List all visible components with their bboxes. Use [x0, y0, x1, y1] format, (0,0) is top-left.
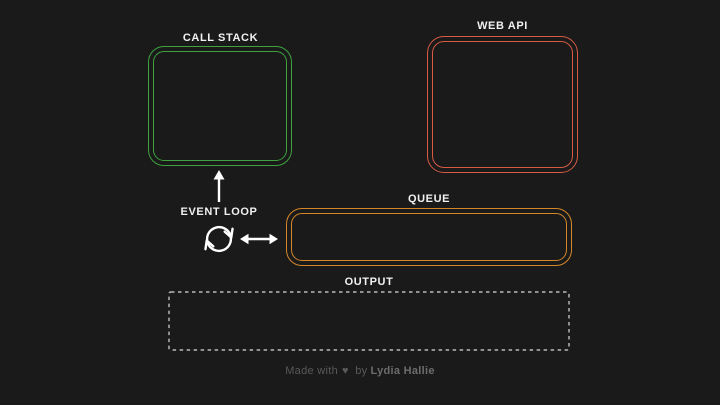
call-stack-box: [148, 46, 292, 166]
sync-loop-icon: [204, 225, 234, 253]
call-stack-box-inner: [153, 51, 287, 161]
double-arrow-icon: [240, 233, 278, 245]
double-arrow-left-head: [240, 233, 249, 245]
sync-loop-strokes: [204, 225, 234, 253]
made-with-text: Made with: [285, 365, 339, 377]
queue-label: QUEUE: [407, 193, 451, 205]
event-loop-label: EVENT LOOP: [180, 206, 258, 218]
queue-box-inner: [291, 213, 567, 261]
author-name: Lydia Hallie: [370, 365, 435, 377]
queue-box: [286, 208, 572, 266]
call-stack-label: CALL STACK: [182, 32, 259, 44]
heart-icon: ♥: [342, 365, 349, 377]
up-arrow-icon: [213, 170, 225, 202]
web-api-label: WEB API: [477, 20, 528, 32]
up-arrow-head: [213, 170, 225, 180]
output-box: [168, 291, 570, 351]
web-api-box-inner: [432, 41, 573, 168]
by-text: by: [355, 365, 368, 377]
output-box-border: [168, 291, 570, 351]
output-label: OUTPUT: [344, 276, 394, 288]
double-arrow-right-head: [269, 233, 278, 245]
web-api-box: [427, 36, 578, 173]
